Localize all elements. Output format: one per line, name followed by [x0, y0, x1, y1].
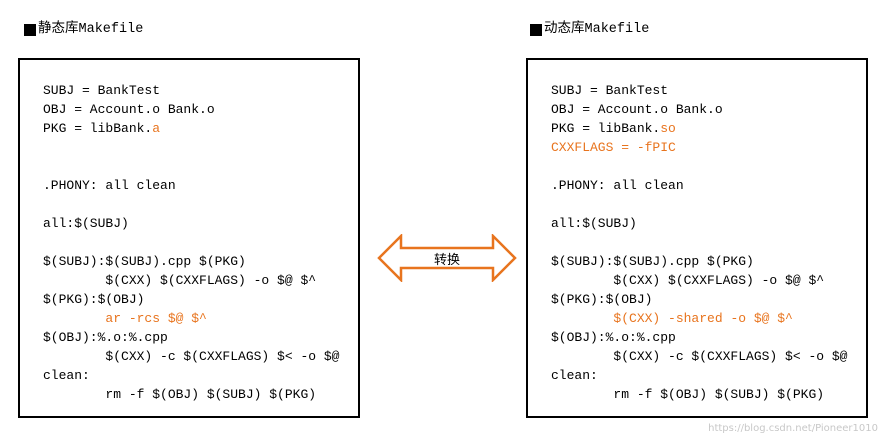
code-line: OBJ = Account.o Bank.o [43, 100, 339, 119]
code-line: all:$(SUBJ) [43, 214, 339, 233]
code-line: SUBJ = BankTest [43, 81, 339, 100]
code-text: clean: [551, 368, 598, 383]
code-text: $(SUBJ):$(SUBJ).cpp $(PKG) [551, 254, 754, 269]
code-text: SUBJ = BankTest [43, 83, 161, 98]
highlighted-code: so [660, 121, 676, 136]
code-line: $(CXX) -c $(CXXFLAGS) $< -o $@ [551, 347, 847, 366]
code-line: clean: [551, 366, 847, 385]
code-line: rm -f $(OBJ) $(SUBJ) $(PKG) [551, 385, 847, 404]
code-line: $(OBJ):%.o:%.cpp [551, 328, 847, 347]
code-line: CXXFLAGS = -fPIC [551, 138, 847, 157]
code-line: $(SUBJ):$(SUBJ).cpp $(PKG) [551, 252, 847, 271]
code-line: OBJ = Account.o Bank.o [551, 100, 847, 119]
code-text: PKG = libBank. [43, 121, 153, 136]
code-line: $(PKG):$(OBJ) [43, 290, 339, 309]
shared-lib-heading: 动态库Makefile [530, 20, 649, 40]
code-text: $(OBJ):%.o:%.cpp [43, 330, 168, 345]
code-text: OBJ = Account.o Bank.o [43, 102, 215, 117]
code-line: $(CXX) $(CXXFLAGS) -o $@ $^ [43, 271, 339, 290]
code-text [551, 311, 613, 326]
code-line [43, 138, 339, 157]
code-line: clean: [43, 366, 339, 385]
code-text [43, 311, 105, 326]
code-text: $(OBJ):%.o:%.cpp [551, 330, 676, 345]
code-text: $(CXX) -c $(CXXFLAGS) $< -o $@ [551, 349, 848, 364]
highlighted-code: CXXFLAGS = -fPIC [551, 140, 676, 155]
static-lib-heading: 静态库Makefile [24, 20, 143, 40]
code-line: all:$(SUBJ) [551, 214, 847, 233]
code-line: $(CXX) -c $(CXXFLAGS) $< -o $@ [43, 347, 339, 366]
code-line [551, 157, 847, 176]
highlighted-code: ar -rcs $@ $^ [105, 311, 207, 326]
code-text: $(CXX) $(CXXFLAGS) -o $@ $^ [551, 273, 825, 288]
shared-lib-title: 动态库Makefile [544, 22, 650, 37]
code-line [43, 195, 339, 214]
code-text: $(CXX) -c $(CXXFLAGS) $< -o $@ [43, 349, 340, 364]
black-square-icon [530, 24, 542, 36]
code-text: SUBJ = BankTest [551, 83, 669, 98]
code-line [551, 233, 847, 252]
code-line: $(PKG):$(OBJ) [551, 290, 847, 309]
code-text: all:$(SUBJ) [551, 216, 637, 231]
highlighted-code: a [152, 121, 161, 136]
code-line: rm -f $(OBJ) $(SUBJ) $(PKG) [43, 385, 339, 404]
code-text: .PHONY: all clean [551, 178, 684, 193]
code-line: SUBJ = BankTest [551, 81, 847, 100]
code-text: clean: [43, 368, 90, 383]
code-line: .PHONY: all clean [43, 176, 339, 195]
black-square-icon [24, 24, 36, 36]
convert-label: 转换 [433, 252, 460, 268]
code-line: ar -rcs $@ $^ [43, 309, 339, 328]
watermark-url: https://blog.csdn.net/Pioneer1010 [708, 423, 878, 434]
code-line: .PHONY: all clean [551, 176, 847, 195]
code-line: $(CXX) $(CXXFLAGS) -o $@ $^ [551, 271, 847, 290]
code-text: PKG = libBank. [551, 121, 661, 136]
code-text: rm -f $(OBJ) $(SUBJ) $(PKG) [551, 387, 825, 402]
code-line [43, 157, 339, 176]
static-lib-title: 静态库Makefile [38, 22, 144, 37]
code-text: $(PKG):$(OBJ) [551, 292, 653, 307]
code-text: OBJ = Account.o Bank.o [551, 102, 723, 117]
code-text: $(CXX) $(CXXFLAGS) -o $@ $^ [43, 273, 317, 288]
code-line: $(SUBJ):$(SUBJ).cpp $(PKG) [43, 252, 339, 271]
code-text: rm -f $(OBJ) $(SUBJ) $(PKG) [43, 387, 317, 402]
highlighted-code: $(CXX) -shared -o $@ $^ [613, 311, 793, 326]
code-line: $(CXX) -shared -o $@ $^ [551, 309, 847, 328]
code-line: $(OBJ):%.o:%.cpp [43, 328, 339, 347]
code-line: PKG = libBank.so [551, 119, 847, 138]
code-text: $(SUBJ):$(SUBJ).cpp $(PKG) [43, 254, 246, 269]
code-text: all:$(SUBJ) [43, 216, 129, 231]
double-arrow-shape [377, 234, 517, 282]
code-line [43, 233, 339, 252]
code-line [551, 195, 847, 214]
code-text: .PHONY: all clean [43, 178, 176, 193]
code-line: PKG = libBank.a [43, 119, 339, 138]
code-text: $(PKG):$(OBJ) [43, 292, 145, 307]
double-arrow-icon [377, 234, 517, 282]
